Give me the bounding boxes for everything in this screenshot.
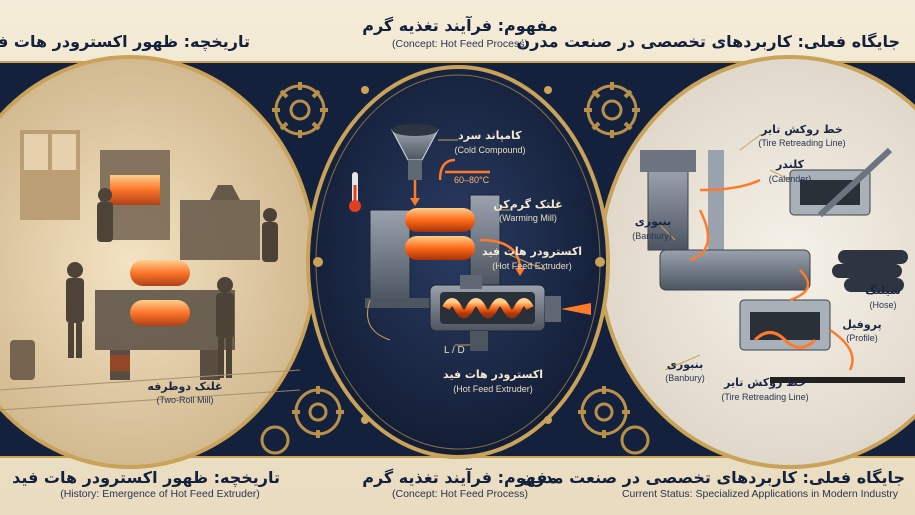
- hot-feed-extruder-upper-label: اکسترودر هات فید: [481, 245, 582, 258]
- cold-compound-label: کامپاند سرد: [458, 129, 522, 142]
- banbury-upper-label: بنبوری: [634, 215, 672, 228]
- ld-label: L / D: [444, 345, 465, 356]
- bottom-title-right: جایگاه فعلی: کاربردهای تخصصی در صنعت مدر…: [521, 468, 905, 487]
- hot-feed-extruder-lower-label: اکسترودر هات فید: [442, 368, 544, 381]
- bottom-title-left-en: (History: Emergence of Hot Feed Extruder…: [60, 488, 260, 500]
- top-title-center-en: (Concept: Hot Feed Process): [392, 38, 528, 50]
- banbury-lower-label-en: (Banbury): [665, 373, 705, 383]
- calender-label-en: (Calender): [768, 174, 812, 184]
- top-title-center: مفهوم: فرآیند تغذیه گرم: [362, 16, 558, 35]
- two-roll-mill-label: غلتک دوطرفه: [147, 380, 223, 393]
- cold-compound-label-en: (Cold Compound): [454, 145, 526, 155]
- warming-mill-label: غلتک گرم‌کن: [493, 198, 563, 211]
- tire-retreading-bottom-label: خط روکش تایر: [724, 376, 806, 389]
- bottom-title-right-en: Current Status: Specialized Applications…: [621, 488, 899, 500]
- warming-mill-label-en: (Warming Mill): [499, 213, 557, 223]
- profile-label: پروفیل: [842, 318, 882, 331]
- bottom-title-center-en: (Concept: Hot Feed Process): [392, 488, 528, 500]
- profile-label-en: (Profile): [846, 333, 878, 343]
- temperature-label: 60–80°C: [454, 175, 490, 185]
- bottom-title-left: تاریخچه: ظهور اکسترودر هات فید: [12, 468, 280, 487]
- calender-label: کلندر: [775, 158, 805, 171]
- tire-retreading-bottom-label-en: (Tire Retreading Line): [721, 392, 809, 402]
- hose-label-en: (Hose): [869, 300, 897, 310]
- bottom-title-center: مفهوم: فرآیند تغذیه گرم: [362, 468, 558, 487]
- hot-feed-extruder-upper-label-en: (Hot Feed Extruder): [492, 261, 572, 271]
- top-title-right: جایگاه فعلی: کاربردهای تخصصی در صنعت مدر…: [516, 32, 900, 51]
- hose-label: شیلنگ: [865, 284, 901, 297]
- tire-retreading-top-label: خط روکش تایر: [761, 123, 843, 136]
- banbury-lower-label: بنبوری: [666, 358, 704, 371]
- top-title-left: تاریخچه: ظهور اکسترودر هات فید: [0, 32, 250, 51]
- banbury-upper-label-en: (Banbury): [632, 231, 672, 241]
- hot-feed-extruder-lower-label-en: (Hot Feed Extruder): [453, 384, 533, 394]
- two-roll-mill-label-en: (Two-Roll Mill): [156, 395, 214, 405]
- tire-retreading-top-label-en: (Tire Retreading Line): [758, 138, 846, 148]
